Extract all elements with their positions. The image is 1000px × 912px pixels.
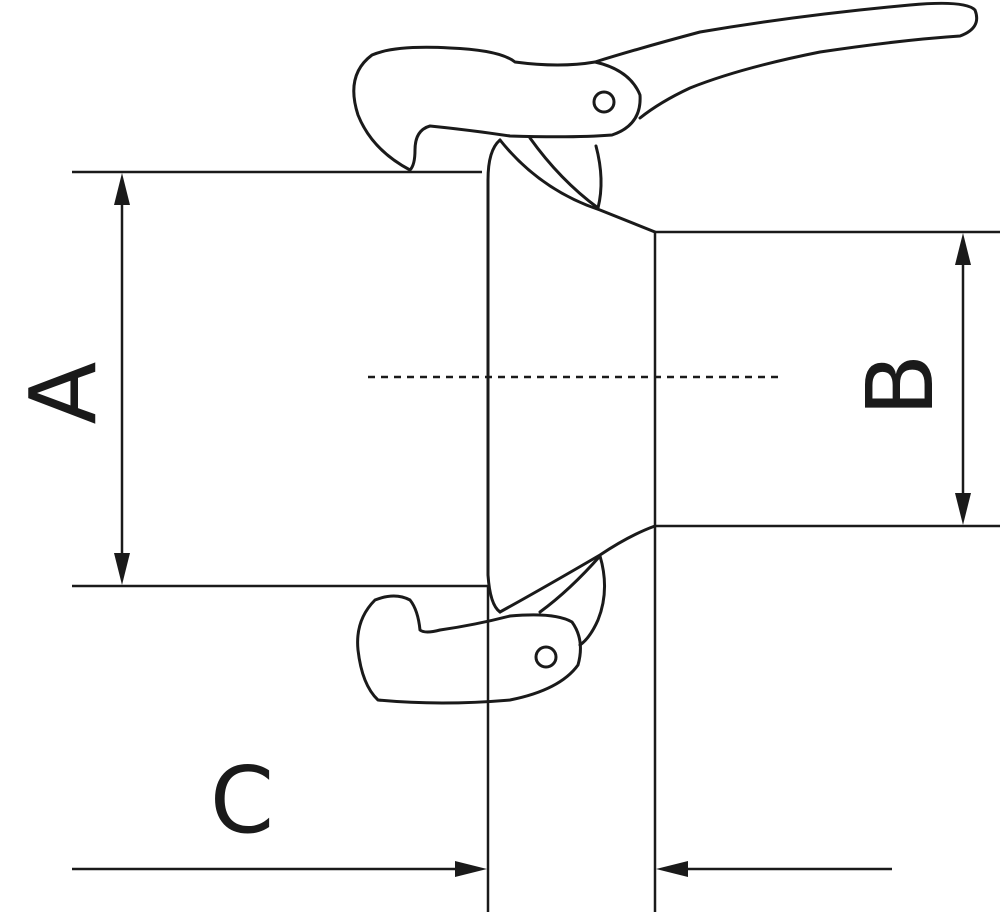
upper-cam-lobe: [528, 136, 603, 210]
upper-taper: [498, 138, 657, 234]
dimension-b-label: B: [847, 353, 954, 416]
lower-pivot-pin: [534, 645, 558, 669]
upper-hook: [352, 45, 642, 172]
lower-cam-lobe: [538, 554, 607, 647]
coupling-body: [72, 138, 1000, 912]
upper-pivot-pin: [592, 90, 616, 114]
dimension-b: B: [847, 233, 971, 525]
lower-cam-lever: [356, 554, 607, 705]
dimension-a-arrow-top: [114, 173, 130, 205]
lower-taper: [498, 524, 657, 614]
dimension-c-arrow-left: [455, 861, 487, 877]
dimension-b-arrow-top: [955, 233, 971, 265]
dimension-c-arrow-right: [656, 861, 688, 877]
dimension-a-arrow-bottom: [114, 553, 130, 585]
upper-cam-lever: [352, 1, 979, 210]
dimension-c: C: [72, 747, 892, 877]
dimension-c-label: C: [210, 747, 274, 854]
lower-hook: [356, 594, 582, 705]
dimension-a: A: [10, 173, 130, 585]
dimension-a-label: A: [10, 361, 117, 424]
dimension-b-arrow-bottom: [955, 493, 971, 525]
upper-handle-arm: [593, 1, 979, 120]
